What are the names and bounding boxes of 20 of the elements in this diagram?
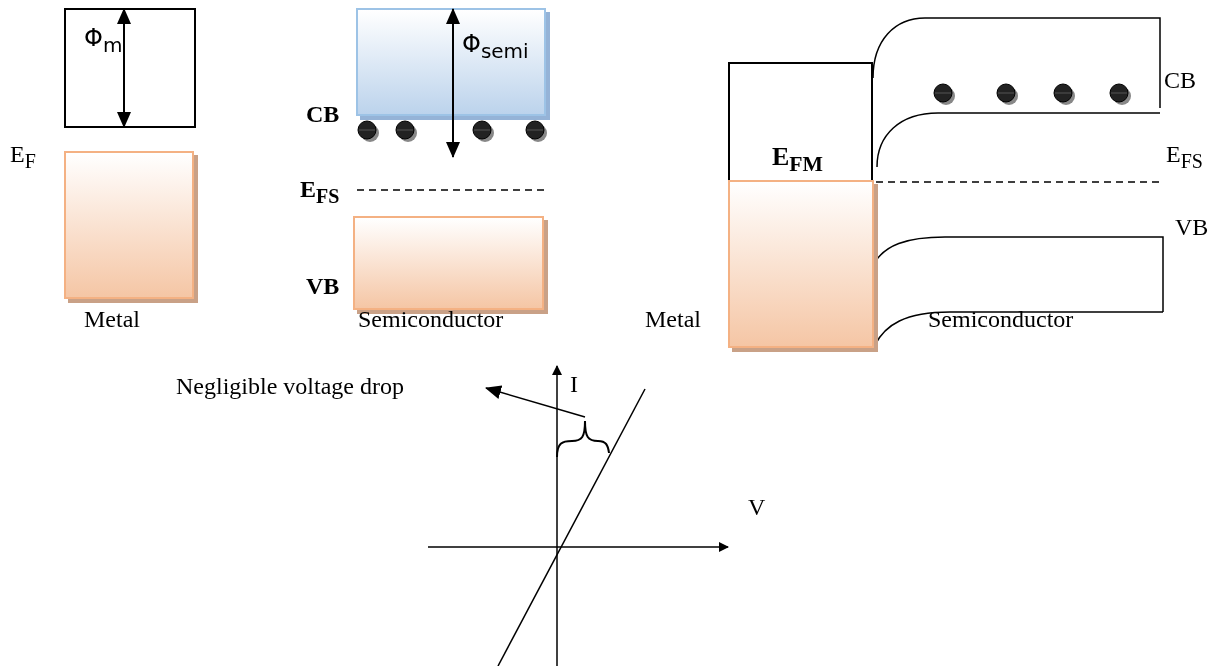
band-label: CB <box>306 102 340 126</box>
axis-label: V <box>748 495 766 519</box>
symbol-label: E$_{FM}$ <box>772 142 823 178</box>
band-label: VB <box>306 274 340 298</box>
leader-line <box>485 385 586 418</box>
material-label: Metal <box>645 307 701 331</box>
annotation-text: Negligible voltage drop <box>176 374 404 398</box>
material-label: Metal <box>84 307 140 331</box>
symbol-label: Φ$_{m}$ <box>84 24 123 57</box>
axis-label: I <box>570 372 578 396</box>
vacuum-level-box <box>64 8 196 128</box>
band-label: CB <box>1164 68 1196 92</box>
band-label: VB <box>1175 215 1209 239</box>
material-label: Semiconductor <box>358 307 504 331</box>
symbol-label: Φ$_{semi}$ <box>462 30 529 63</box>
material-label: Semiconductor <box>928 307 1074 331</box>
barrier-box <box>728 62 873 182</box>
level-label: E$_{F}$ <box>10 142 36 171</box>
level-label: E$_{FS}$ <box>300 177 340 206</box>
level-label: E$_{FS}$ <box>1166 142 1203 171</box>
